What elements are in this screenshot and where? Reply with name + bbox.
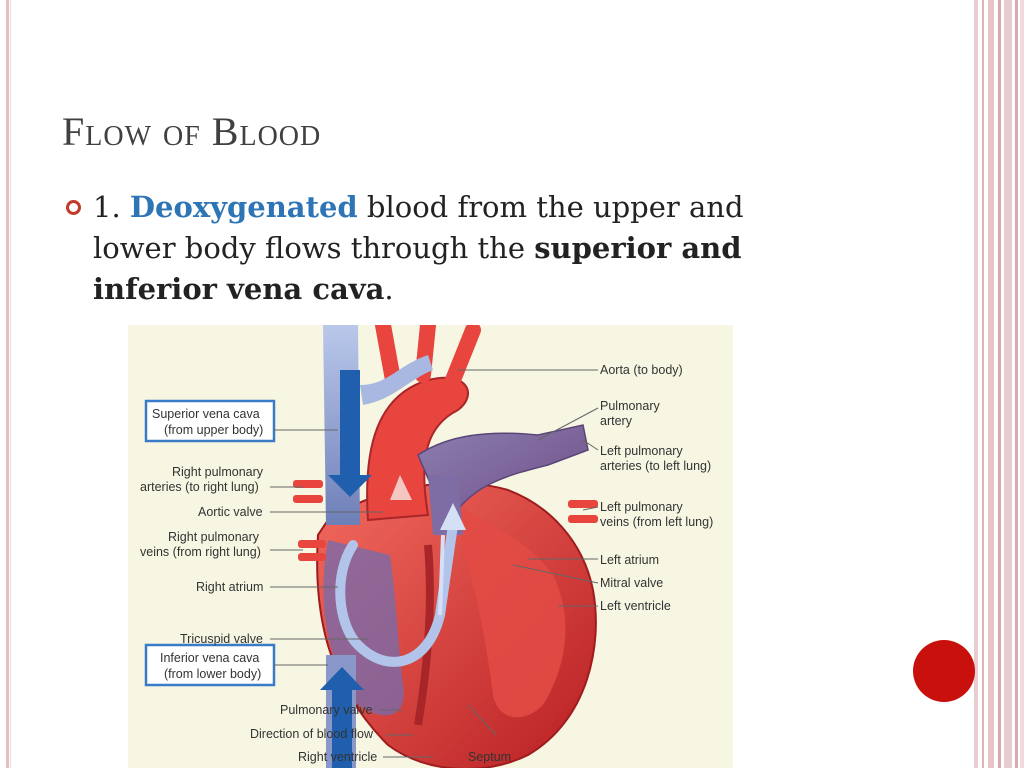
pulmonary-artery bbox=[417, 424, 589, 527]
label-aorta: Aorta (to body) bbox=[600, 363, 683, 377]
label-aortic-valve: Aortic valve bbox=[198, 505, 263, 519]
label-rpa-1: Right pulmonary bbox=[172, 465, 264, 479]
heart-diagram: Superior vena cava (from upper body) Rig… bbox=[128, 325, 733, 768]
right-decorative-bars bbox=[974, 0, 1024, 768]
label-lpv-1: Left pulmonary bbox=[600, 500, 683, 514]
ivc-label-box bbox=[144, 643, 276, 687]
label-mitral: Mitral valve bbox=[600, 576, 663, 590]
label-lpa-2: arteries (to left lung) bbox=[600, 459, 711, 473]
bullet-text: 1. Deoxygenated blood from the upper and… bbox=[93, 187, 813, 310]
svc-label-box bbox=[144, 399, 276, 443]
label-rpa-2: arteries (to right lung) bbox=[140, 480, 259, 494]
label-ivc-1: Inferior vena cava bbox=[160, 651, 259, 665]
label-svc-2: (from upper body) bbox=[164, 423, 263, 437]
label-direction: Direction of blood flow bbox=[250, 727, 374, 741]
label-svc-1: Superior vena cava bbox=[152, 407, 260, 421]
label-left-atrium: Left atrium bbox=[600, 553, 659, 567]
label-pulm-artery-1: Pulmonary bbox=[600, 399, 660, 413]
left-rule bbox=[6, 0, 9, 768]
bullet-number: 1. bbox=[93, 190, 121, 224]
highlight-deoxygenated: Deoxygenated bbox=[129, 190, 358, 224]
bullet-ring-icon bbox=[66, 200, 81, 215]
label-ivc-2: (from lower body) bbox=[164, 667, 261, 681]
label-pulmonary-valve: Pulmonary valve bbox=[280, 703, 372, 717]
lung-vessels bbox=[293, 480, 598, 561]
label-pulm-artery-2: artery bbox=[600, 414, 633, 428]
label-right-atrium: Right atrium bbox=[196, 580, 263, 594]
label-rpv-2: veins (from right lung) bbox=[140, 545, 261, 559]
slide-title: Flow of Blood bbox=[62, 109, 322, 154]
bullet-text-part1: blood from the upper and lower body flow… bbox=[93, 190, 744, 265]
label-right-ventricle: Right ventricle bbox=[298, 750, 377, 764]
label-septum: Septum bbox=[468, 750, 511, 764]
label-left-ventricle: Left ventricle bbox=[600, 599, 671, 613]
bullet-bold-term: superior and inferior vena cava bbox=[93, 231, 742, 306]
label-rpv-1: Right pulmonary bbox=[168, 530, 260, 544]
leader-lines bbox=[270, 369, 599, 758]
left-rule-thin bbox=[10, 0, 11, 768]
red-circle-decoration bbox=[913, 640, 975, 702]
label-lpa-1: Left pulmonary bbox=[600, 444, 683, 458]
bullet-end: . bbox=[384, 272, 394, 306]
label-lpv-2: veins (from left lung) bbox=[600, 515, 713, 529]
flow-arrow-down bbox=[328, 370, 372, 497]
label-tricuspid: Tricuspid valve bbox=[180, 632, 263, 646]
heart-illustration: Superior vena cava (from upper body) Rig… bbox=[140, 325, 713, 768]
flow-arrow-up bbox=[320, 667, 364, 768]
